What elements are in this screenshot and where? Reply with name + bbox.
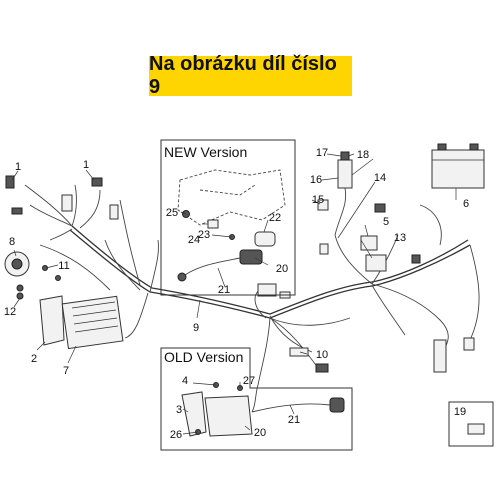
callout-24: 24 xyxy=(188,234,200,246)
callout-19: 19 xyxy=(454,406,466,418)
part-junction-box xyxy=(257,283,291,299)
part-starter-relay-16-18 xyxy=(334,151,386,236)
callout-4: 4 xyxy=(182,375,188,387)
callout-5: 5 xyxy=(383,216,389,228)
callout-1-left: 1 xyxy=(15,161,21,173)
callout-9: 9 xyxy=(193,322,199,334)
callout-15: 15 xyxy=(312,194,324,206)
callout-11: 11 xyxy=(58,260,69,272)
callout-12: 12 xyxy=(4,306,16,318)
callout-26: 26 xyxy=(170,429,182,441)
callout-22: 22 xyxy=(269,212,281,224)
part-connectors-top-left xyxy=(5,175,119,220)
callout-3: 3 xyxy=(176,404,182,416)
callout-27: 27 xyxy=(243,375,255,387)
callout-2: 2 xyxy=(31,353,37,365)
callout-14: 14 xyxy=(374,172,386,184)
callout-16: 16 xyxy=(310,174,322,186)
banner-text: Na obrázku díl číslo 9 xyxy=(149,53,337,98)
part-right-connectors xyxy=(411,254,475,373)
old-version-title: OLD Version xyxy=(164,349,243,365)
callout-20-new: 20 xyxy=(276,263,288,275)
callout-21-old: 21 xyxy=(288,414,300,426)
part-relays-5-13 xyxy=(360,235,387,272)
callout-21-new: 21 xyxy=(218,284,230,296)
callout-13: 13 xyxy=(394,232,406,244)
callout-18: 18 xyxy=(357,149,369,161)
part-battery-6 xyxy=(431,143,485,189)
part-connector-15 xyxy=(317,199,329,255)
main-wiring-harness xyxy=(24,184,480,386)
callout-10: 10 xyxy=(316,349,328,361)
leader-lines xyxy=(11,153,457,435)
callout-8: 8 xyxy=(9,236,15,248)
callout-20-old: 20 xyxy=(254,427,266,439)
part-plug-10 xyxy=(289,347,329,373)
callout-1-right: 1 xyxy=(83,159,89,171)
callout-7: 7 xyxy=(63,365,69,377)
old-version-panel xyxy=(160,347,353,451)
new-version-panel xyxy=(160,139,296,296)
part-bolts-11-12 xyxy=(16,265,61,300)
callout-17: 17 xyxy=(316,147,328,159)
part-regulator-7 xyxy=(61,295,124,350)
callout-6: 6 xyxy=(463,198,469,210)
part-number-banner: Na obrázku díl číslo 9 xyxy=(149,53,352,98)
part-bracket-2 xyxy=(39,295,65,346)
callout-23: 23 xyxy=(198,229,210,241)
part-19-detail xyxy=(448,401,494,447)
part-horn xyxy=(4,251,30,277)
new-version-title: NEW Version xyxy=(164,144,247,160)
callout-25: 25 xyxy=(166,207,178,219)
